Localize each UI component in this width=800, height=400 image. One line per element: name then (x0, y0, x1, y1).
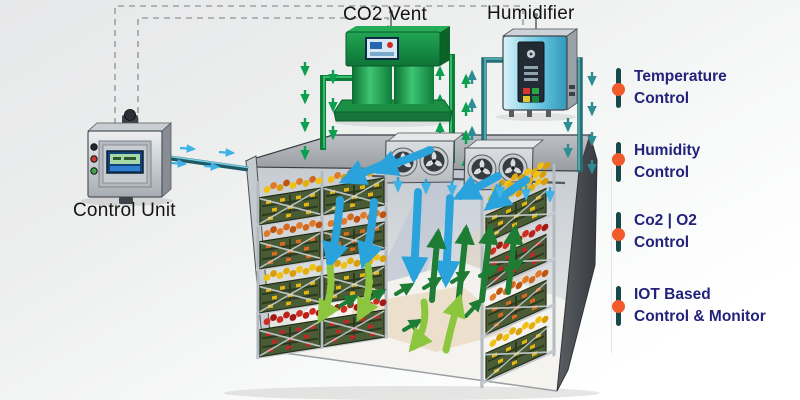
floor-circulation-arrows (317, 262, 466, 354)
legend-line: Humidity (634, 142, 701, 159)
evaporator-fan-unit-left (385, 133, 464, 183)
humidifier-machine (496, 13, 579, 121)
legend-line: Control (634, 90, 690, 107)
room-shadow (224, 386, 600, 400)
control-signal-pipe (162, 144, 249, 172)
control-unit-box (81, 109, 173, 206)
legend-item-co2-o2-control: Co2 | O2 Control (611, 210, 697, 254)
slider-with-dot-icon (611, 286, 625, 326)
legend-item-iot-control-monitor: IOT Based Control & Monitor (611, 284, 766, 328)
legend-divider (611, 168, 612, 353)
slider-dot-icon (611, 228, 625, 241)
humidifier-label: Humidifier (487, 3, 575, 24)
legend-line: Control (634, 234, 690, 251)
slider-with-dot-icon (611, 68, 625, 108)
legend-line: Control (634, 164, 690, 181)
slider-with-dot-icon (611, 142, 625, 182)
legend-item-temperature-control: Temperature Control (611, 66, 727, 110)
slider-dot-icon (611, 153, 625, 166)
status-led-icon (90, 167, 98, 175)
slider-with-dot-icon (611, 212, 625, 252)
control-unit-label: Control Unit (73, 200, 176, 221)
legend-line: Temperature (634, 68, 727, 85)
slider-dot-icon (611, 83, 625, 96)
status-led-icon (90, 143, 98, 151)
legend-line: Co2 | O2 (634, 212, 697, 229)
floor-return-arrows (338, 258, 525, 332)
co2-vent-machine (333, 10, 453, 127)
legend-line: IOT Based (634, 286, 711, 303)
legend-line: Control & Monitor (634, 308, 766, 325)
legend-item-humidity-control: Humidity Control (611, 140, 701, 184)
ceiling-drip-arrows (392, 176, 556, 203)
status-led-icon (90, 155, 98, 163)
floor-front-edge (262, 349, 558, 392)
cold-airflow-arrows (322, 146, 556, 288)
humidity-flow-arrows (467, 69, 597, 175)
control-knob-icon (124, 109, 136, 121)
signal-wires (114, 5, 524, 124)
signal-arrows (170, 144, 236, 171)
co2-vent-label: CO2 Vent (343, 4, 427, 25)
slider-dot-icon (611, 300, 625, 313)
